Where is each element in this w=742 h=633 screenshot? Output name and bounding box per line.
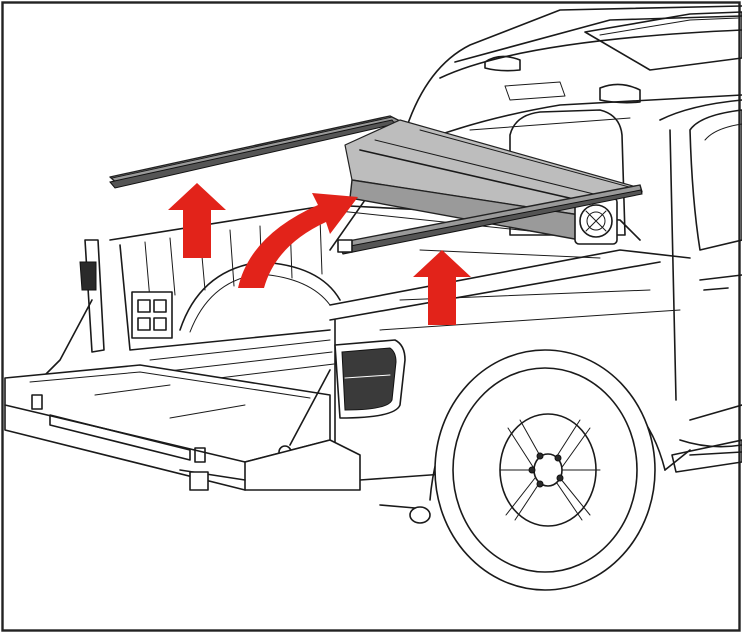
exhaust-tip [409, 506, 431, 524]
instruction-arrows [168, 183, 471, 325]
power-outlet-panel [131, 291, 173, 339]
fold-arrow-cover [238, 193, 358, 288]
rear-wheel [434, 349, 656, 591]
truck-cab [329, 5, 742, 473]
tail-light [334, 339, 406, 419]
tailgate [4, 364, 431, 524]
lift-arrow-right-rail [413, 250, 471, 325]
lift-arrow-left-rail [168, 183, 226, 258]
folding-bed-cover [109, 115, 643, 255]
